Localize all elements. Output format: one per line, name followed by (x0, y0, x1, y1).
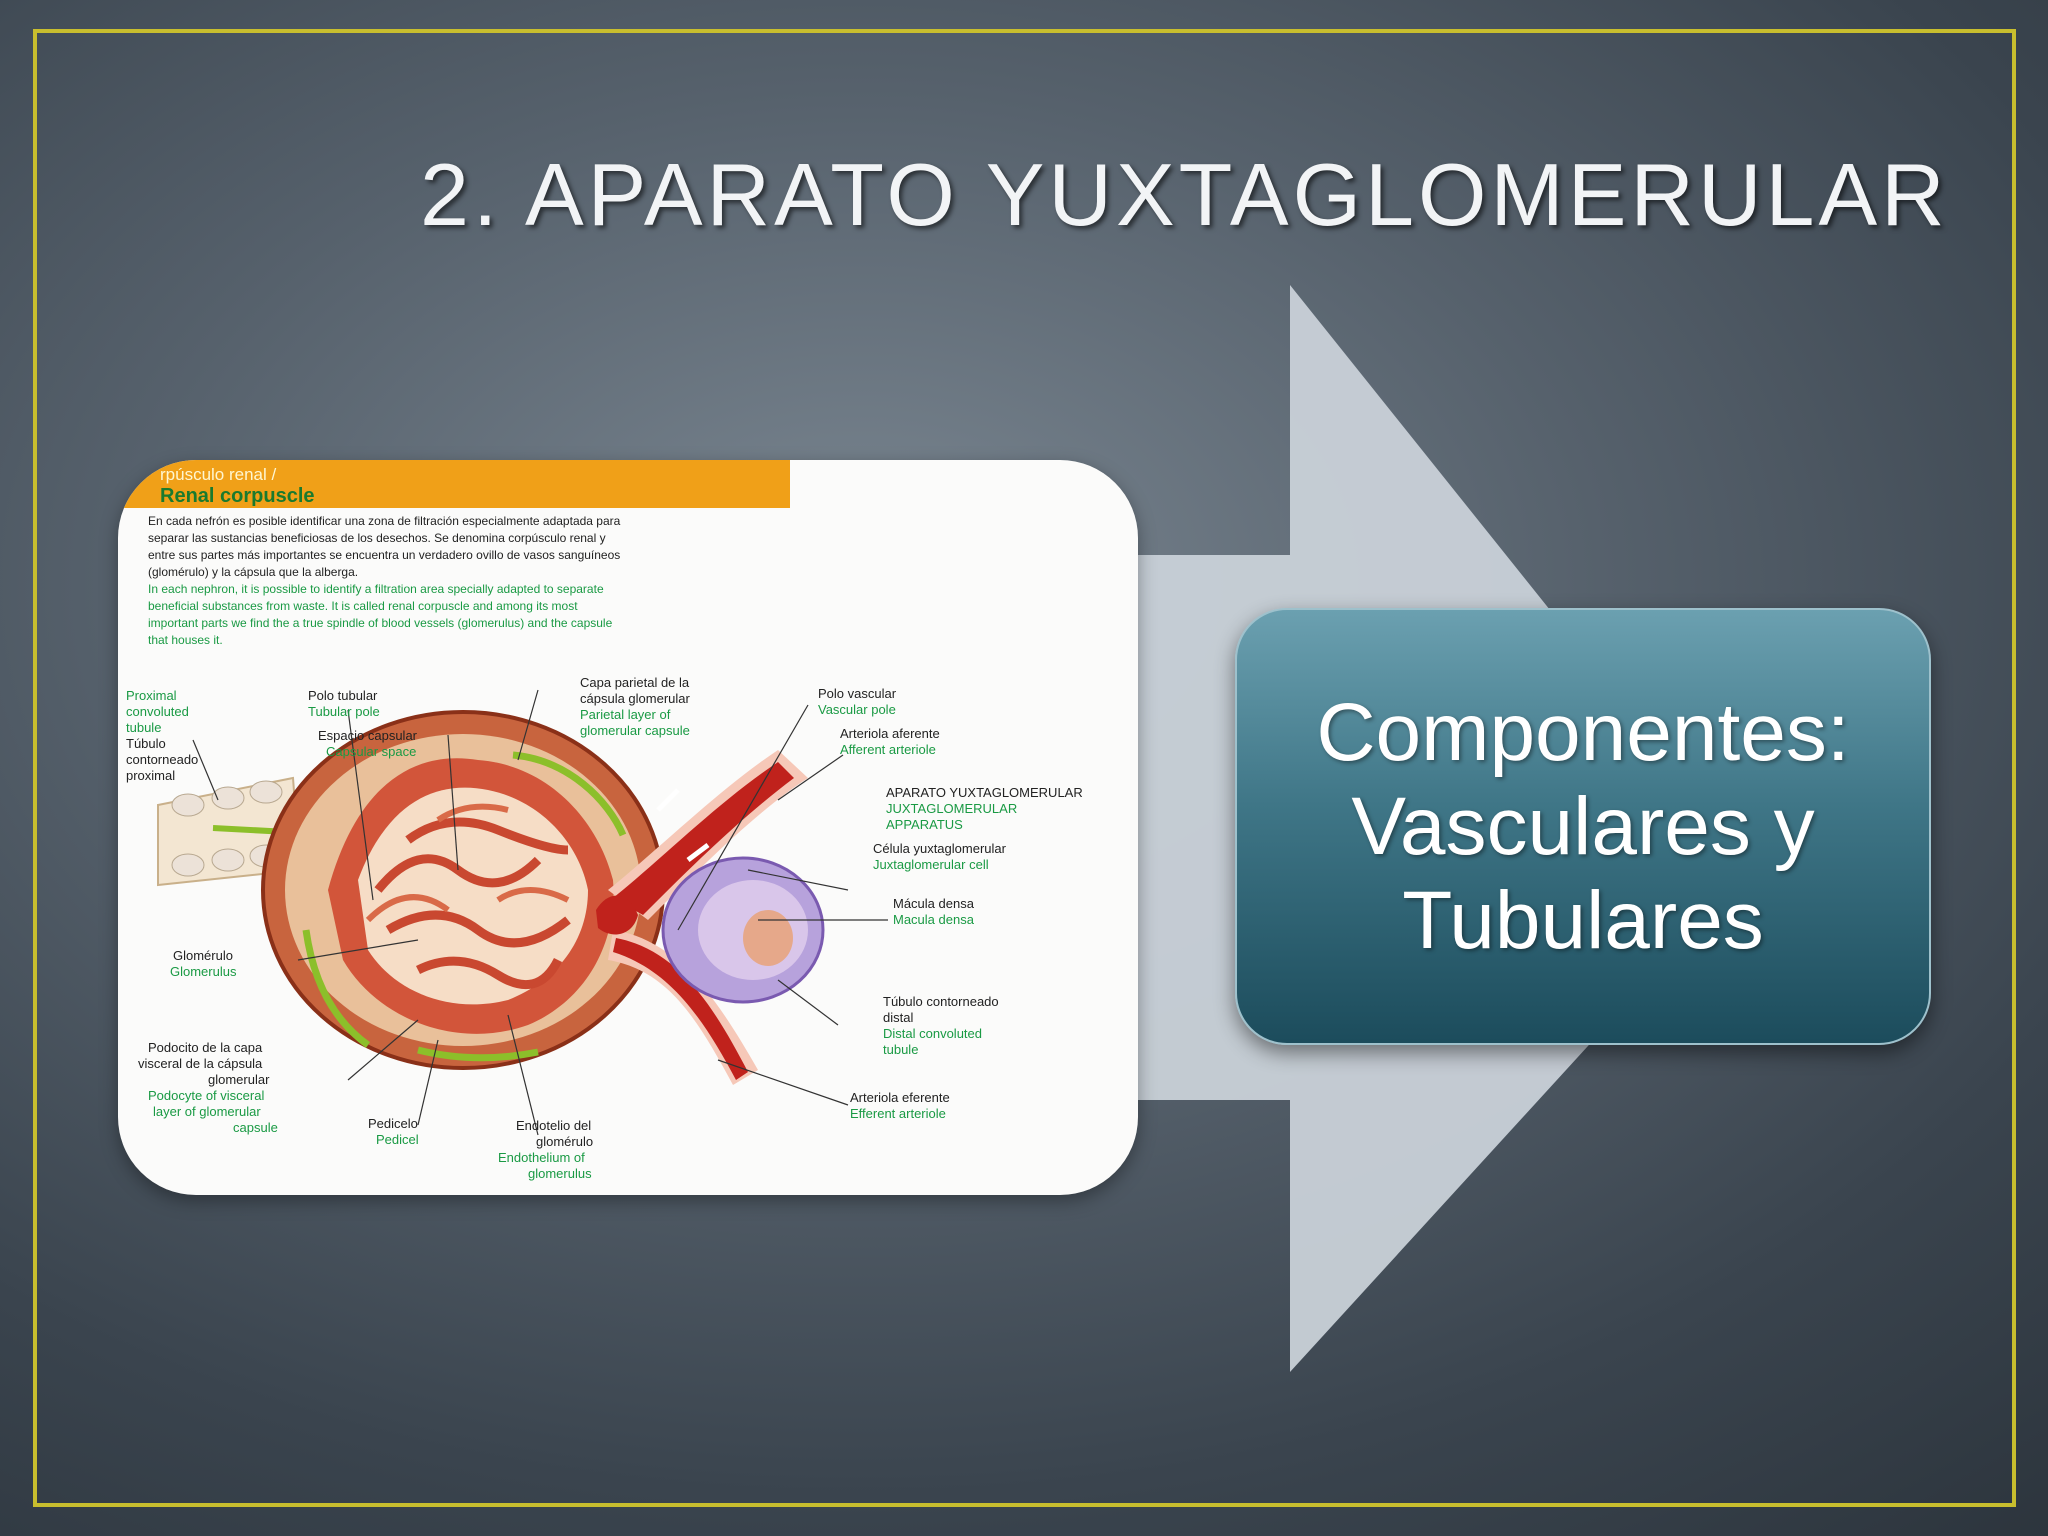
svg-text:Arteriola aferente: Arteriola aferente (840, 726, 940, 741)
glomerulus-illustration (261, 710, 665, 1070)
intro-text-en: In each nephron, it is possible to ident… (148, 582, 613, 647)
svg-text:APPARATUS: APPARATUS (886, 817, 963, 832)
svg-text:JUXTAGLOMERULAR: JUXTAGLOMERULAR (886, 801, 1017, 816)
svg-text:(glomérulo) y la cápsula que l: (glomérulo) y la cápsula que la alberga. (148, 565, 358, 579)
label-arteriola-aferente: Arteriola aferente Afferent arteriole (840, 726, 940, 757)
svg-text:Polo vascular: Polo vascular (818, 686, 897, 701)
svg-text:Pedicelo: Pedicelo (368, 1116, 418, 1131)
svg-text:Célula yuxtaglomerular: Célula yuxtaglomerular (873, 841, 1007, 856)
svg-text:Glomérulo: Glomérulo (173, 948, 233, 963)
svg-text:APARATO YUXTAGLOMERULAR: APARATO YUXTAGLOMERULAR (886, 785, 1083, 800)
svg-text:separar las sustancias benefic: separar las sustancias beneficiosas de l… (148, 531, 606, 545)
svg-text:In each nephron, it is possibl: In each nephron, it is possible to ident… (148, 582, 604, 596)
svg-text:entre sus partes más important: entre sus partes más importantes se encu… (148, 548, 620, 562)
svg-text:Capsular space: Capsular space (326, 744, 416, 759)
svg-text:glomerulus: glomerulus (528, 1166, 592, 1181)
label-polo-vascular: Polo vascular Vascular pole (818, 686, 897, 717)
svg-text:glomerular: glomerular (208, 1072, 270, 1087)
svg-text:Endotelio del: Endotelio del (516, 1118, 591, 1133)
svg-text:Mácula densa: Mácula densa (893, 896, 975, 911)
svg-text:Podocyte of visceral: Podocyte of visceral (148, 1088, 264, 1103)
svg-text:layer of glomerular: layer of glomerular (153, 1104, 261, 1119)
renal-corpuscle-diagram: rpúsculo renal / Renal corpuscle En cada… (118, 460, 1138, 1195)
svg-text:tubule: tubule (126, 720, 161, 735)
svg-text:beneficial substances from was: beneficial substances from waste. It is … (148, 599, 578, 613)
label-capa-parietal: Capa parietal de la cápsula glomerular P… (580, 675, 691, 738)
svg-text:Túbulo contorneado: Túbulo contorneado (883, 994, 999, 1009)
svg-text:Podocito de la capa: Podocito de la capa (148, 1040, 263, 1055)
svg-text:distal: distal (883, 1010, 913, 1025)
arterioles-illustration (596, 750, 825, 1085)
components-line-1: Componentes: (1316, 686, 1850, 778)
components-line-3: Tubulares (1402, 874, 1764, 966)
svg-text:glomérulo: glomérulo (536, 1134, 593, 1149)
svg-text:glomerular capsule: glomerular capsule (580, 723, 690, 738)
svg-text:cápsula glomerular: cápsula glomerular (580, 691, 691, 706)
leader-lines (192, 689, 888, 1136)
svg-text:Capa parietal de la: Capa parietal de la (580, 675, 690, 690)
svg-text:Tubular pole: Tubular pole (308, 704, 380, 719)
svg-text:Efferent arteriole: Efferent arteriole (850, 1106, 946, 1121)
svg-text:Proximal: Proximal (126, 688, 177, 703)
diagram-header-en: Renal corpuscle (160, 485, 315, 507)
label-celula-yuxtaglomerular: Célula yuxtaglomerular Juxtaglomerular c… (873, 841, 1007, 872)
label-proximal-tubule: Proximal convoluted tubule Túbulo contor… (126, 688, 198, 783)
label-glomerulo: Glomérulo Glomerulus (170, 948, 237, 979)
label-tubulo-distal: Túbulo contorneado distal Distal convolu… (883, 994, 999, 1057)
svg-text:Glomerulus: Glomerulus (170, 964, 237, 979)
label-macula-densa: Mácula densa Macula densa (893, 896, 975, 927)
label-espacio-capsular: Espacio capsular Capsular space (318, 728, 418, 759)
slide-frame (33, 29, 2016, 1507)
label-arteriola-eferente: Arteriola eferente Efferent arteriole (850, 1090, 950, 1121)
label-polo-tubular: Polo tubular Tubular pole (308, 688, 380, 719)
svg-text:convoluted: convoluted (126, 704, 189, 719)
slide-title: 2. APARATO YUXTAGLOMERULAR (420, 145, 1949, 244)
svg-text:contorneado: contorneado (126, 752, 198, 767)
label-aparato-yuxtaglomerular: APARATO YUXTAGLOMERULAR JUXTAGLOMERULAR … (886, 785, 1083, 832)
svg-text:En cada nefrón es posible iden: En cada nefrón es posible identificar un… (148, 514, 621, 528)
svg-text:tubule: tubule (883, 1042, 918, 1057)
svg-text:important parts we find the a: important parts we find the a true spind… (148, 616, 613, 630)
label-endotelio: Endotelio del glomérulo Endothelium of g… (498, 1118, 593, 1181)
label-podocito: Podocito de la capa visceral de la cápsu… (138, 1040, 278, 1135)
svg-text:Espacio capsular: Espacio capsular (318, 728, 418, 743)
svg-text:Vascular pole: Vascular pole (818, 702, 896, 717)
diagram-header-es: rpúsculo renal / (160, 465, 277, 484)
svg-text:that houses it.: that houses it. (148, 633, 223, 647)
intro-text-es: En cada nefrón es posible identificar un… (148, 514, 621, 579)
svg-text:Parietal layer of: Parietal layer of (580, 707, 671, 722)
svg-text:Afferent arteriole: Afferent arteriole (840, 742, 936, 757)
components-box: Componentes: Vasculares y Tubulares (1235, 608, 1931, 1045)
svg-text:Polo tubular: Polo tubular (308, 688, 378, 703)
components-line-2: Vasculares y (1351, 780, 1815, 872)
svg-text:Distal convoluted: Distal convoluted (883, 1026, 982, 1041)
label-pedicelo: Pedicelo Pedicel (368, 1116, 419, 1147)
svg-text:Endothelium of: Endothelium of (498, 1150, 585, 1165)
svg-text:visceral de la cápsula: visceral de la cápsula (138, 1056, 263, 1071)
diagram-header-bar (118, 460, 790, 508)
svg-text:capsule: capsule (233, 1120, 278, 1135)
svg-text:Juxtaglomerular cell: Juxtaglomerular cell (873, 857, 989, 872)
svg-text:Arteriola eferente: Arteriola eferente (850, 1090, 950, 1105)
svg-text:Túbulo: Túbulo (126, 736, 166, 751)
svg-text:proximal: proximal (126, 768, 175, 783)
svg-text:Pedicel: Pedicel (376, 1132, 419, 1147)
svg-text:Macula densa: Macula densa (893, 912, 975, 927)
